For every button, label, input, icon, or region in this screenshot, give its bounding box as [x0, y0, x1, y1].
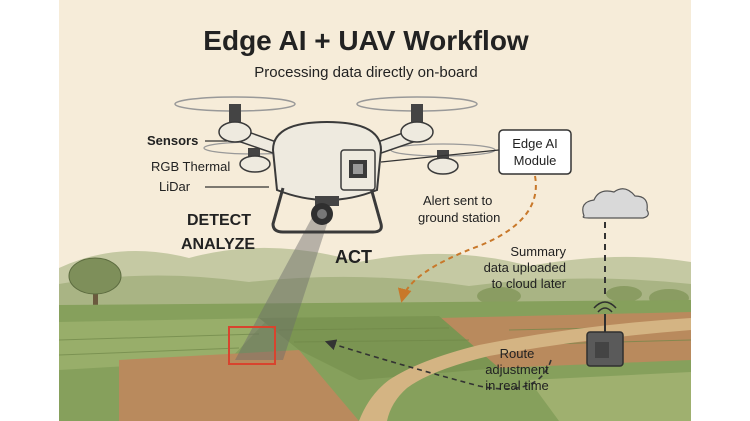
detect-box [228, 326, 276, 365]
summary-line1: Summary [510, 244, 566, 259]
scan-cone [235, 212, 331, 360]
cloud-icon [582, 188, 649, 219]
alert-line1: Alert sent to [423, 193, 492, 208]
alert-line2: ground station [418, 210, 500, 225]
ground-station-icon [586, 301, 624, 367]
alert-arrow [397, 175, 537, 303]
stage-analyze: ANALYZE [181, 236, 255, 253]
workflow-diagram: Edge AI Module Edge AI + UAV Workflow Pr… [59, 0, 691, 421]
summary-line3: to cloud later [492, 276, 567, 291]
dirt-path [359, 318, 691, 421]
route-line3: in real time [485, 378, 549, 393]
route-line1: Route [500, 346, 535, 361]
edge-ai-module-line2: Module [514, 153, 557, 168]
stage-act: ACT [335, 247, 372, 267]
page-title: Edge AI + UAV Workflow [203, 25, 529, 56]
route-line2: adjustment [485, 362, 549, 377]
drone-icon [174, 96, 496, 234]
tree-icon [68, 257, 122, 308]
farm-fields [59, 300, 691, 421]
summary-line2: data uploaded [484, 260, 566, 275]
edge-ai-module-line1: Edge AI [512, 136, 558, 151]
sensors-heading: Sensors [147, 133, 198, 148]
diagram-canvas: Edge AI Module Edge AI + UAV Workflow Pr… [59, 0, 691, 421]
sensors-rgb-thermal: RGB Thermal [151, 159, 230, 174]
route-arrow [324, 339, 552, 390]
sensors-lidar: LiDar [159, 179, 191, 194]
sensor-leaders [205, 140, 269, 188]
stage-detect: DETECT [187, 212, 251, 229]
page-subtitle: Processing data directly on-board [254, 64, 477, 81]
edge-ai-module-box [498, 129, 572, 175]
module-leader [380, 149, 500, 163]
